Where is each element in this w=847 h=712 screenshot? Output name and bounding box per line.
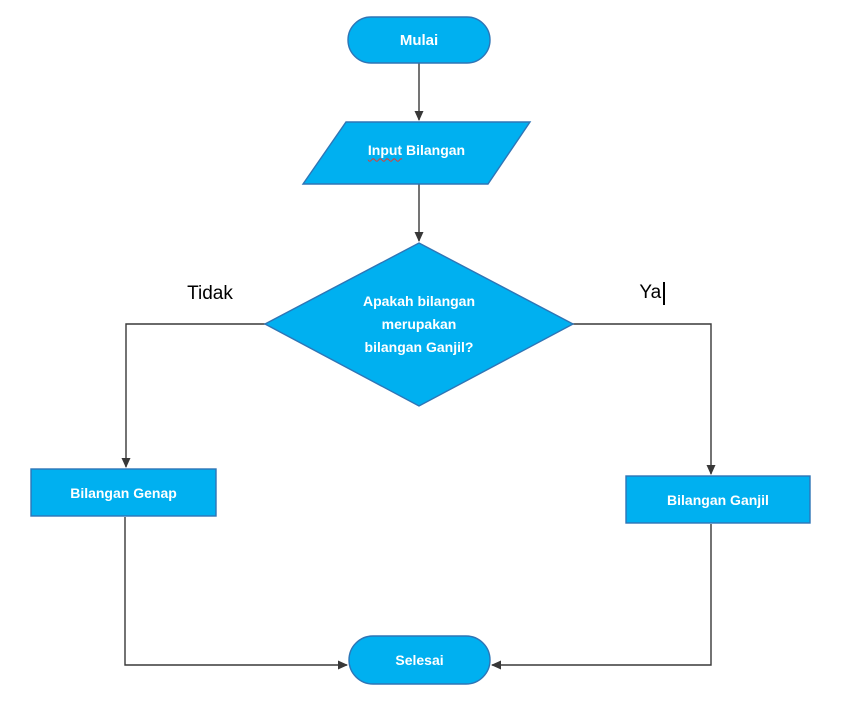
connector-odd-to-end[interactable] <box>491 524 712 670</box>
node-decision-diamond[interactable] <box>263 242 575 407</box>
connector-decision-yes-to-odd[interactable] <box>572 323 716 475</box>
node-even-process[interactable] <box>30 468 217 517</box>
connector-decision-no-to-even[interactable] <box>121 323 266 468</box>
node-start-terminator[interactable] <box>347 16 491 64</box>
node-end-terminator[interactable] <box>348 635 491 685</box>
node-odd-process[interactable] <box>625 475 811 524</box>
text-caret <box>663 281 665 305</box>
edge-label-yes[interactable]: Ya <box>612 279 692 307</box>
node-input-parallelogram[interactable] <box>301 121 532 185</box>
connector-even-to-end[interactable] <box>124 517 348 670</box>
edge-label-yes-text: Ya <box>639 282 662 303</box>
edge-label-no[interactable]: Tidak <box>160 281 260 307</box>
edge-label-no-text: Tidak <box>187 283 233 304</box>
